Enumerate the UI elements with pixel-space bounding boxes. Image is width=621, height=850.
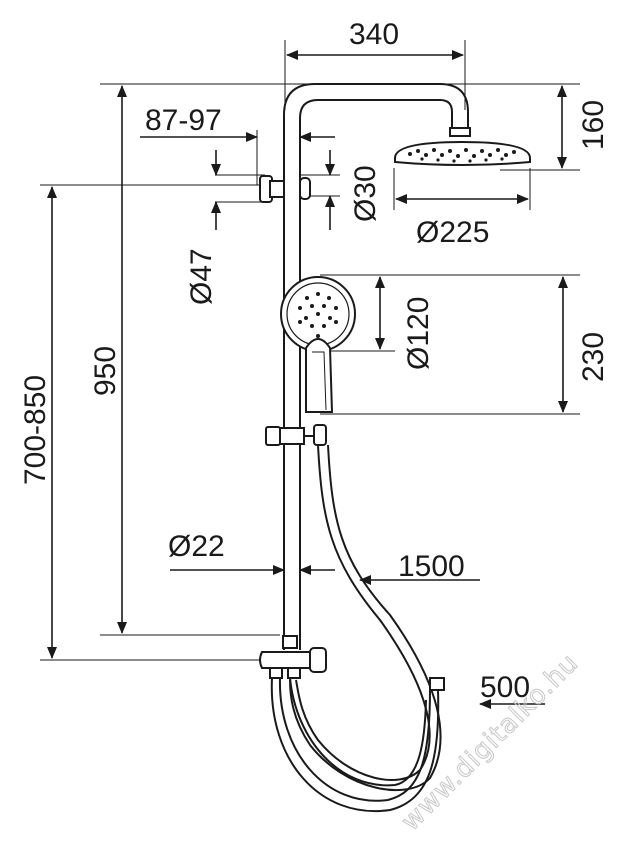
- label-width-top: 340: [349, 18, 399, 51]
- diverter-valve: [259, 635, 327, 679]
- wall-bracket: [259, 175, 311, 203]
- label-bracket-height: Ø47: [185, 248, 218, 305]
- label-arm-offset: 87-97: [145, 104, 222, 137]
- shower-hose: [289, 444, 442, 792]
- label-hand-diameter: Ø120: [402, 297, 435, 370]
- dimension-labels: 340 87-97 160 Ø225 Ø30 Ø47 Ø120 230 950 …: [19, 18, 610, 704]
- label-pipe-diameter: Ø22: [168, 530, 225, 563]
- label-overhead-height: 160: [577, 100, 610, 150]
- hand-shower-nozzles: [298, 292, 338, 338]
- label-hose-length: 1500: [398, 550, 465, 583]
- riser-pipe: [283, 83, 471, 650]
- label-supply-length: 500: [480, 671, 530, 704]
- label-mount-height: 700-850: [19, 375, 52, 485]
- overhead-shower-head: [394, 140, 531, 166]
- label-bracket-diameter: Ø30: [349, 165, 382, 222]
- label-total-height: 950: [89, 346, 122, 396]
- label-hand-height: 230: [577, 332, 610, 382]
- supply-hoses: [270, 677, 445, 813]
- label-overhead-diameter: Ø225: [416, 216, 489, 249]
- sliding-holder: [265, 424, 327, 446]
- dimension-lines: [47, 50, 568, 709]
- nozzle-dots: [408, 148, 516, 163]
- hand-shower: [280, 276, 356, 413]
